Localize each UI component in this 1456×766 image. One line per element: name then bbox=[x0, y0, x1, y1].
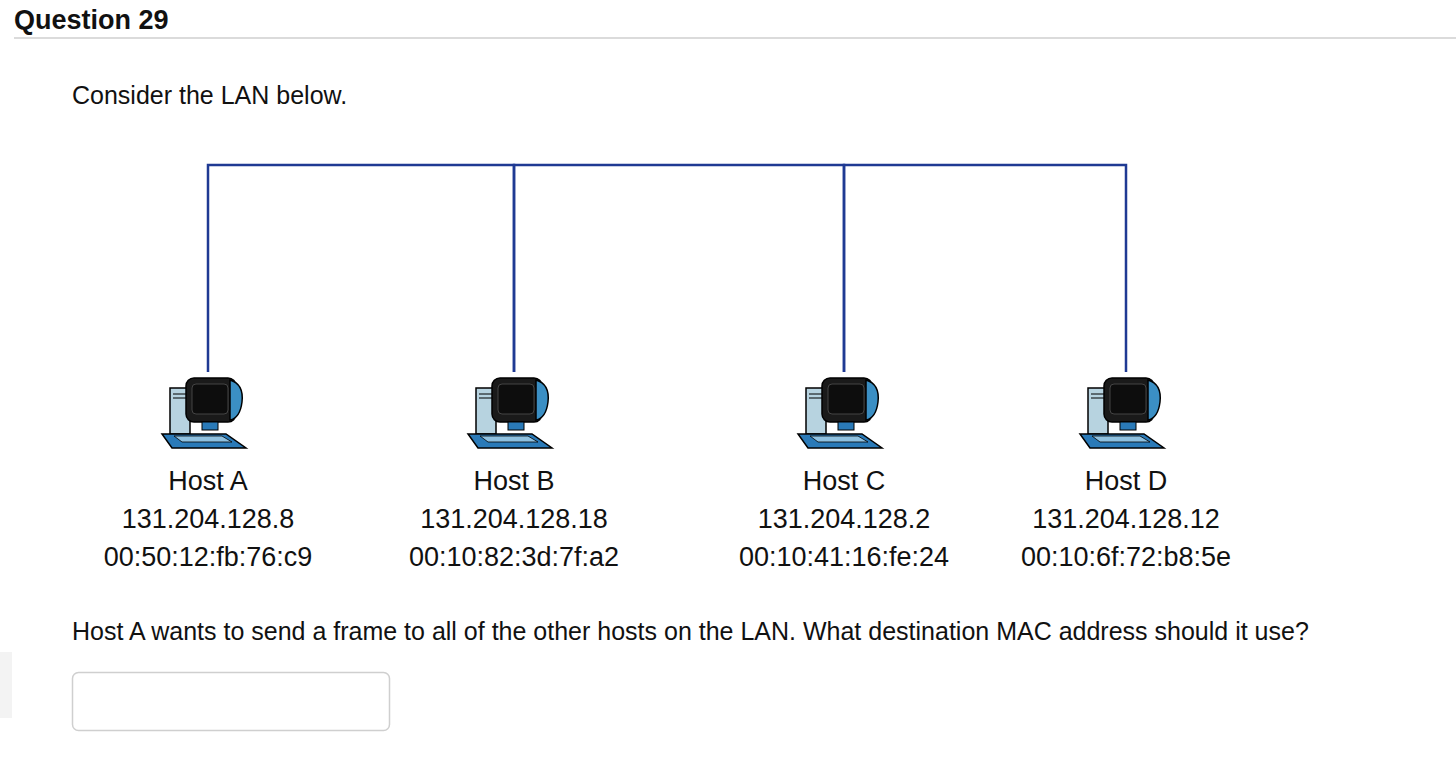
host-name: Host C bbox=[694, 462, 994, 500]
ip-address: 131.204.128.8 bbox=[58, 500, 358, 538]
lan-bus bbox=[208, 165, 514, 372]
host: Host B131.204.128.1800:10:82:3d:7f:a2 bbox=[364, 372, 664, 576]
computer-icon bbox=[468, 378, 552, 448]
host: Host C131.204.128.200:10:41:16:fe:24 bbox=[694, 372, 994, 576]
mac-address: 00:10:6f:72:b8:5e bbox=[976, 538, 1276, 576]
side-bar bbox=[0, 652, 12, 718]
lan-bus bbox=[514, 165, 844, 372]
host: Host D131.204.128.1200:10:6f:72:b8:5e bbox=[976, 372, 1276, 576]
computer-icon bbox=[162, 378, 246, 448]
mac-address: 00:10:41:16:fe:24 bbox=[694, 538, 994, 576]
mac-address: 00:50:12:fb:76:c9 bbox=[58, 538, 358, 576]
title-rule bbox=[14, 37, 1456, 39]
host-name: Host D bbox=[976, 462, 1276, 500]
host: Host A131.204.128.800:50:12:fb:76:c9 bbox=[58, 372, 358, 576]
computer-icon bbox=[1080, 378, 1164, 448]
question-title: Question 29 bbox=[14, 3, 169, 37]
mac-address: 00:10:82:3d:7f:a2 bbox=[364, 538, 664, 576]
host-name: Host B bbox=[364, 462, 664, 500]
computer-icon bbox=[798, 378, 882, 448]
question-text: Host A wants to send a frame to all of t… bbox=[72, 615, 1309, 647]
intro-text: Consider the LAN below. bbox=[72, 79, 347, 111]
ip-address: 131.204.128.12 bbox=[976, 500, 1276, 538]
lan-bus bbox=[844, 165, 1126, 372]
host-name: Host A bbox=[58, 462, 358, 500]
ip-address: 131.204.128.18 bbox=[364, 500, 664, 538]
ip-address: 131.204.128.2 bbox=[694, 500, 994, 538]
answer-box bbox=[73, 673, 390, 731]
